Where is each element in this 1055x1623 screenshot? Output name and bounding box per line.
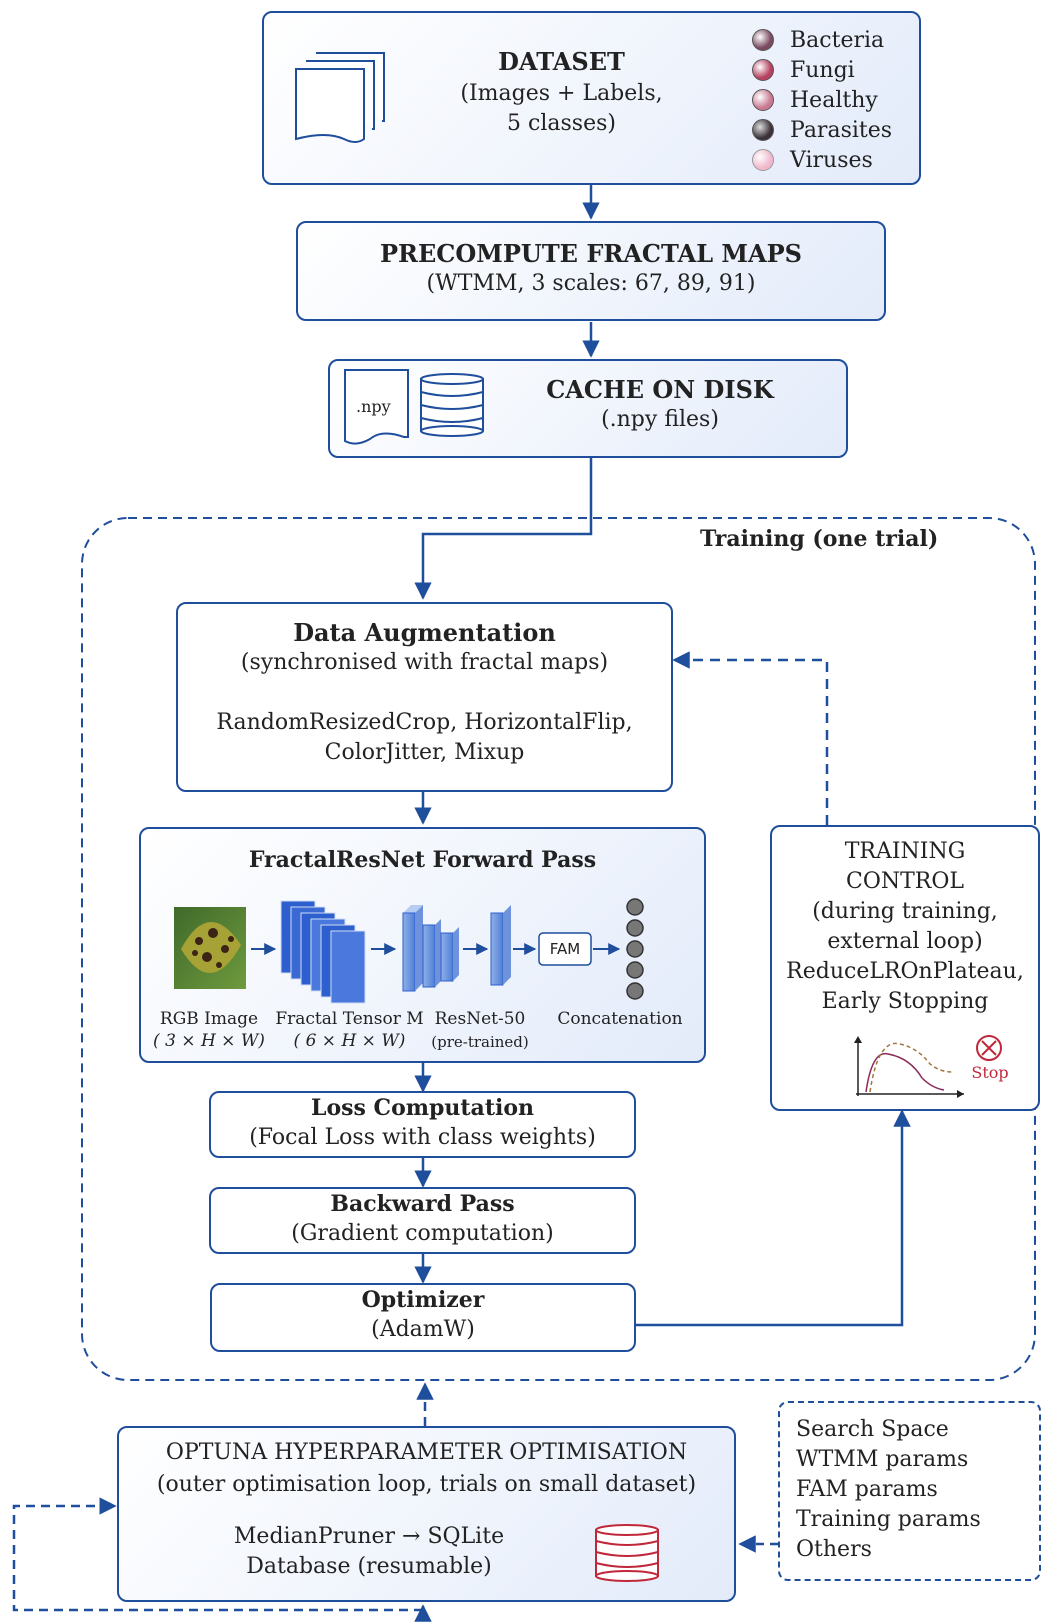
class-label: Bacteria xyxy=(790,27,885,53)
arrow-optimizer-control xyxy=(636,1109,911,1327)
optuna-subtitle: (outer optimisation loop, trials on smal… xyxy=(156,1472,697,1497)
control-line: (during training, xyxy=(812,899,998,924)
dataset-line1: (Images + Labels, xyxy=(460,81,663,106)
search-space-item: WTMM params xyxy=(796,1447,969,1472)
class-dot-icon xyxy=(752,59,774,81)
control-line: external loop) xyxy=(827,929,983,954)
augmentation-title: Data Augmentation xyxy=(293,618,556,647)
dataset-box: DATASET (Images + Labels, 5 classes) Bac… xyxy=(262,11,921,185)
precompute-subtitle: (WTMM, 3 scales: 67, 89, 91) xyxy=(426,271,756,296)
optuna-title: OPTUNA HYPERPARAMETER OPTIMISATION xyxy=(165,1440,688,1465)
concatenation-label: Concatenation xyxy=(557,1009,683,1029)
backward-title: Backward Pass xyxy=(330,1191,515,1217)
class-dot-icon xyxy=(752,89,774,111)
search-space-item: Search Space xyxy=(796,1417,949,1442)
arrow-cache-augmentation xyxy=(414,458,593,600)
precompute-box: PRECOMPUTE FRACTAL MAPS (WTMM, 3 scales:… xyxy=(296,221,886,321)
cache-title: CACHE ON DISK xyxy=(546,375,774,404)
search-space-item: Training params xyxy=(796,1507,981,1532)
class-legend-item: Fungi xyxy=(752,55,922,85)
class-legend-item: Healthy xyxy=(752,85,922,115)
resnet-sublabel: (pre-trained) xyxy=(431,1033,529,1051)
class-legend: Bacteria Fungi Healthy Parasites Viruses xyxy=(752,25,922,175)
loss-box: Loss Computation (Focal Loss with class … xyxy=(209,1091,636,1158)
optuna-line1: MedianPruner → SQLite xyxy=(233,1524,505,1549)
cache-subtitle: (.npy files) xyxy=(601,407,719,432)
fam-label: FAM xyxy=(549,940,581,958)
search-space-item: FAM params xyxy=(796,1477,938,1502)
optimizer-title: Optimizer xyxy=(361,1287,485,1313)
optimizer-box: Optimizer (AdamW) xyxy=(210,1283,636,1352)
class-legend-item: Viruses xyxy=(752,145,922,175)
optuna-box: OPTUNA HYPERPARAMETER OPTIMISATION (oute… xyxy=(117,1426,736,1602)
loss-subtitle: (Focal Loss with class weights) xyxy=(249,1125,596,1150)
control-line: TRAINING xyxy=(844,839,966,864)
backward-box: Backward Pass (Gradient computation) xyxy=(209,1187,636,1254)
augmentation-box: Data Augmentation (synchronised with fra… xyxy=(176,602,673,792)
database-icon xyxy=(420,373,484,437)
npy-file-label: .npy xyxy=(356,397,391,416)
loss-title: Loss Computation xyxy=(310,1095,535,1121)
resnet-label: ResNet-50 xyxy=(434,1009,526,1029)
fractal-tensor-dims: ( 6 × H × W) xyxy=(293,1031,406,1051)
class-label: Fungi xyxy=(790,57,855,83)
fractal-tensor-label: Fractal Tensor M xyxy=(275,1009,424,1029)
class-legend-item: Parasites xyxy=(752,115,922,145)
rgb-image-label: RGB Image xyxy=(159,1009,259,1029)
forward-pipeline xyxy=(174,898,644,1004)
training-region-label: Training (one trial) xyxy=(700,526,939,552)
class-label: Viruses xyxy=(790,147,873,173)
resnet-blocks-icon xyxy=(402,905,459,992)
stop-label: Stop xyxy=(971,1063,1009,1082)
training-region-border xyxy=(81,517,1036,1381)
control-line: Early Stopping xyxy=(821,989,989,1014)
concatenation-nodes-icon xyxy=(626,898,644,1000)
fractal-tensor-stack-icon xyxy=(280,900,366,1004)
class-label: Parasites xyxy=(790,117,893,143)
optimizer-subtitle: (AdamW) xyxy=(371,1317,475,1342)
augmentation-ops-line1: RandomResizedCrop, HorizontalFlip, xyxy=(216,710,633,735)
npy-file-icon xyxy=(344,369,409,445)
class-label: Healthy xyxy=(790,87,878,113)
forward-pass-box: FractalResNet Forward Pass xyxy=(139,827,706,1063)
dataset-title: DATASET xyxy=(498,47,625,76)
backward-subtitle: (Gradient computation) xyxy=(291,1221,554,1246)
control-line: CONTROL xyxy=(845,869,964,894)
optuna-line2: Database (resumable) xyxy=(246,1554,492,1579)
database-icon xyxy=(595,1524,659,1582)
class-dot-icon xyxy=(752,119,774,141)
precompute-title: PRECOMPUTE FRACTAL MAPS xyxy=(379,239,802,268)
arrow-control-augmentation xyxy=(672,651,829,825)
feature-block-icon xyxy=(490,905,511,986)
fam-block xyxy=(538,932,592,966)
training-curve-icon xyxy=(854,1036,964,1098)
class-dot-icon xyxy=(752,149,774,171)
documents-icon xyxy=(295,52,385,143)
forward-title: FractalResNet Forward Pass xyxy=(248,847,597,873)
rgb-image-dims: ( 3 × H × W) xyxy=(153,1031,265,1051)
class-dot-icon xyxy=(752,29,774,51)
training-control-box: TRAINING CONTROL (during training, exter… xyxy=(770,825,1040,1111)
search-space-box: Search Space WTMM params FAM params Trai… xyxy=(778,1401,1041,1581)
augmentation-subtitle: (synchronised with fractal maps) xyxy=(240,650,609,675)
dataset-line2: 5 classes) xyxy=(507,111,616,136)
augmentation-ops-line2: ColorJitter, Mixup xyxy=(324,740,525,765)
search-space-item: Others xyxy=(796,1537,872,1562)
class-legend-item: Bacteria xyxy=(752,25,922,55)
control-line: ReduceLROnPlateau, xyxy=(786,959,1024,984)
stop-icon xyxy=(976,1035,1002,1061)
leaf-image-icon xyxy=(174,907,246,989)
cache-box: .npy CACHE ON DISK (.npy files) xyxy=(328,359,848,458)
arrow-optuna-loop xyxy=(12,1497,423,1612)
